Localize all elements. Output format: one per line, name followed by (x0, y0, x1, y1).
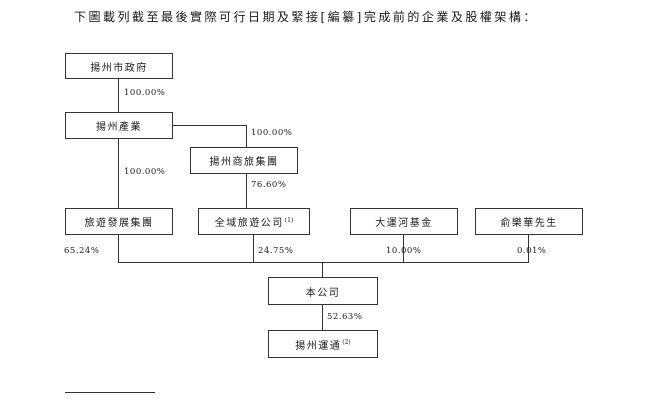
node-label: 揚州商旅集團 (209, 157, 279, 168)
connector-industry-tourismdev (118, 139, 119, 208)
connector-company-yuntong (322, 305, 323, 330)
node-label: 全域旅遊公司(1) (215, 214, 294, 229)
node-label: 俞樂華先生 (500, 218, 558, 229)
node-the-company: 本公司 (268, 277, 378, 305)
connector-shanglv-quanyu (246, 174, 247, 208)
node-yangzhou-industry: 揚州產業 (65, 112, 173, 139)
node-yangzhou-government: 揚州市政府 (65, 53, 173, 79)
connector-govt-industry (118, 79, 119, 112)
node-label: 揚州運通(2) (295, 337, 351, 352)
pct-industry-shanglv: 100.00% (251, 128, 293, 138)
pct-govt-industry: 100.00% (124, 88, 166, 98)
node-yangzhou-yuntong: 揚州運通(2) (268, 330, 378, 358)
pct-shanglv-quanyu: 76.60% (251, 180, 287, 190)
connector-tourismdev-bus (118, 235, 119, 262)
connector-canalfund-bus (403, 235, 404, 262)
connector-bus-company (322, 262, 323, 277)
node-tourism-development-group: 旅遊發展集團 (65, 208, 173, 235)
connector-bus-horizontal (118, 262, 529, 263)
diagram-title: 下圖載列截至最後實際可行日期及緊接[編纂]完成前的企業及股權架構： (74, 10, 538, 24)
node-label: 揚州市政府 (90, 62, 148, 74)
pct-industry-tourismdev: 100.00% (124, 167, 166, 177)
node-mr-yu-lehua: 俞樂華先生 (475, 208, 583, 235)
node-grand-canal-fund: 大運河基金 (350, 208, 458, 235)
node-label-text: 揚州運通 (295, 340, 342, 352)
node-label: 旅遊發展集團 (84, 218, 154, 229)
pct-canalfund-company: 10.00% (386, 246, 422, 256)
node-label-text: 全域旅遊公司 (214, 218, 284, 229)
node-label: 本公司 (305, 287, 341, 299)
pct-mryu-company: 0.01% (517, 246, 547, 256)
footnote-marker: (2) (342, 339, 351, 347)
connector-mryu-bus (528, 235, 529, 262)
node-label: 大運河基金 (375, 218, 433, 229)
node-yangzhou-shanglv-group: 揚州商旅集團 (190, 147, 298, 174)
node-quanyu-tourism-company: 全域旅遊公司(1) (198, 208, 310, 235)
pct-quanyu-company: 24.75% (258, 246, 294, 256)
pct-company-yuntong: 52.63% (327, 312, 363, 322)
connector-industry-shanglv-h (173, 125, 247, 126)
footnote-rule (65, 392, 155, 393)
footnote-marker: (1) (284, 216, 294, 224)
connector-quanyu-bus (253, 235, 254, 262)
pct-tourismdev-company: 65.24% (64, 246, 100, 256)
node-label: 揚州產業 (96, 122, 142, 133)
connector-industry-shanglv-v (246, 125, 247, 147)
